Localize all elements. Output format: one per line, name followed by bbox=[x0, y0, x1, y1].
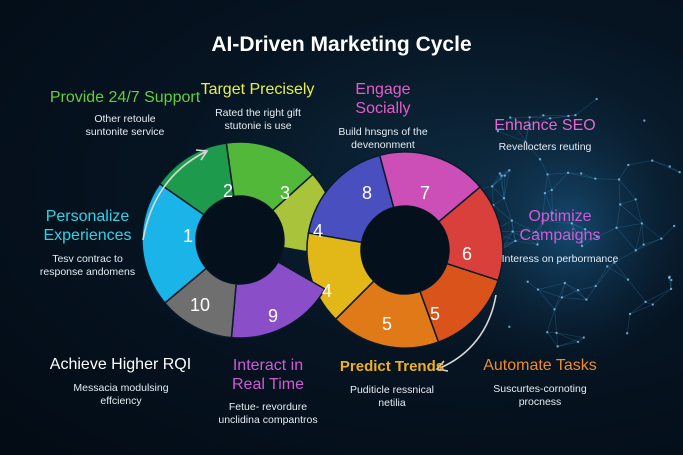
label-automate-desc: Suscurtes-cornoting procness bbox=[493, 383, 587, 408]
segment-number-3: 3 bbox=[280, 183, 290, 203]
label-support: Provide 24/7 Support Other retoule sunto… bbox=[40, 88, 210, 139]
label-interact-title: Interact in Real Time bbox=[231, 357, 305, 393]
segment-number-11: 9 bbox=[268, 306, 278, 326]
label-personalize-desc: Tesv contrac to response andomens bbox=[39, 253, 136, 278]
cycle-segment-9 bbox=[378, 151, 482, 223]
label-seo-desc: Revellocters reuting bbox=[498, 141, 592, 153]
label-engage: Engage Socially Build hnsgns of the deve… bbox=[328, 80, 438, 152]
label-engage-desc: Build hnsgns of the devenonment bbox=[338, 126, 428, 151]
label-target: Target Precisely Rated the right gift st… bbox=[200, 80, 315, 133]
label-roi-desc: Messacia modulsing effciency bbox=[73, 382, 169, 407]
diagram-title: AI-Driven Marketing Cycle bbox=[211, 33, 472, 56]
label-predict-title: Predict Trends bbox=[339, 358, 445, 375]
segment-number-7: 5 bbox=[430, 304, 440, 324]
label-predict-desc: Puditicle ressnical netilia bbox=[349, 384, 435, 409]
cycle-arrow-left-head bbox=[195, 149, 209, 161]
label-personalize: Personalize Experiences Tesv contrac to … bbox=[30, 207, 145, 279]
cycle-segment-10 bbox=[307, 154, 395, 244]
cycle-arrow-left bbox=[142, 151, 206, 241]
segment-number-5: 4 bbox=[322, 281, 332, 301]
label-personalize-title: Personalize Experiences bbox=[43, 208, 132, 244]
label-roi: Achieve Higher RQI Messacia modulsing ef… bbox=[38, 355, 203, 408]
label-target-desc: Rated the right gift stutonie is use bbox=[215, 107, 301, 132]
label-predict: Predict Trends Puditicle ressnical netil… bbox=[322, 357, 462, 410]
cycle-arrow-right bbox=[439, 294, 497, 369]
label-support-desc: Other retoule suntonite service bbox=[85, 113, 165, 138]
label-automate: Automate Tasks Suscurtes-cornoting procn… bbox=[470, 356, 610, 409]
label-automate-title: Automate Tasks bbox=[483, 357, 597, 374]
right-loop-hole bbox=[361, 206, 449, 294]
segment-number-12: 10 bbox=[190, 295, 210, 315]
label-engage-title: Engage Socially bbox=[355, 81, 411, 117]
segment-number-9: 7 bbox=[420, 183, 430, 203]
left-loop-hole bbox=[196, 196, 284, 284]
segment-number-10: 8 bbox=[362, 183, 372, 203]
segment-number-2: 2 bbox=[223, 181, 233, 201]
segment-number-8: 6 bbox=[462, 244, 472, 264]
label-optimize-desc: Interess on perbormance bbox=[501, 253, 619, 265]
label-seo: Enhance SEO Revellocters reuting bbox=[480, 116, 610, 154]
segment-number-4: 4 bbox=[313, 221, 323, 241]
segment-number-1: 1 bbox=[183, 226, 193, 246]
label-interact-desc: Fetue- revordure unclidina compantros bbox=[218, 401, 318, 426]
label-seo-title: Enhance SEO bbox=[494, 117, 596, 134]
label-interact: Interact in Real Time Fetue- revordure u… bbox=[218, 356, 318, 427]
label-optimize-title: Optimize Campaigns bbox=[519, 208, 601, 244]
cycle-arrow-right-head bbox=[435, 360, 449, 372]
label-roi-title: Achieve Higher RQI bbox=[49, 356, 192, 373]
label-support-title: Provide 24/7 Support bbox=[49, 89, 201, 106]
segment-number-6: 5 bbox=[382, 314, 392, 334]
label-optimize: Optimize Campaigns Interess on perborman… bbox=[502, 207, 619, 266]
label-target-title: Target Precisely bbox=[200, 81, 315, 98]
